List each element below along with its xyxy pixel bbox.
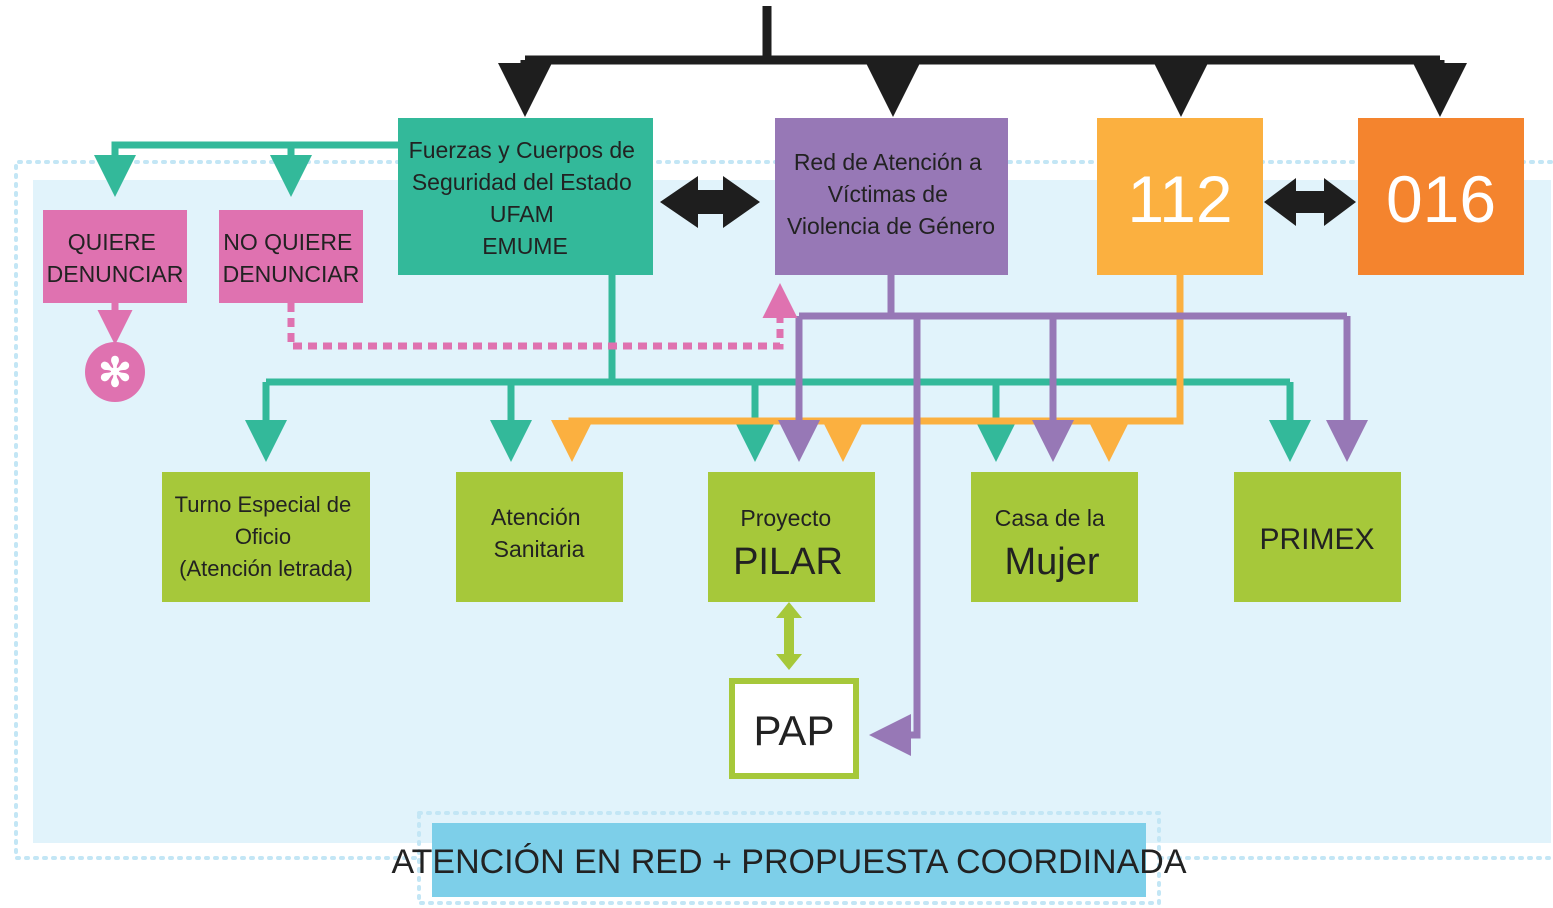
node-no-quiere-denunciar: NO QUIERE DENUNCIAR <box>219 210 363 303</box>
top-connector <box>498 6 1467 117</box>
node-turno-especial: Turno Especial de Oficio (Atención letra… <box>162 472 370 602</box>
node-turno-especial-label: Turno Especial de Oficio (Atención letra… <box>175 492 358 581</box>
node-quiere-denunciar: QUIERE DENUNCIAR <box>43 210 187 303</box>
node-primex: PRIMEX <box>1234 472 1401 602</box>
double-arrow-112-016 <box>1264 178 1356 226</box>
node-016-label: 016 <box>1386 162 1496 236</box>
banner: ATENCIÓN EN RED + PROPUESTA COORDINADA <box>391 811 1187 905</box>
orange-connectors <box>551 275 1184 462</box>
node-pap-label: PAP <box>754 707 835 754</box>
node-casa-mujer: Casa de la Mujer <box>971 472 1138 602</box>
node-quiere-denunciar-label: QUIERE DENUNCIAR <box>47 229 184 287</box>
node-016: 016 <box>1358 118 1524 275</box>
node-casa-mujer-label: Casa de la Mujer <box>995 505 1109 583</box>
asterisk-symbol: ✻ <box>98 351 132 395</box>
double-arrow-pilar-pap <box>776 602 802 670</box>
node-no-quiere-denunciar-label: NO QUIERE DENUNCIAR <box>223 229 360 287</box>
node-red-atencion: Red de Atención a Víctimas de Violencia … <box>775 118 1008 275</box>
node-red-atencion-label: Red de Atención a Víctimas de Violencia … <box>787 149 995 239</box>
pink-connectors <box>97 283 798 350</box>
purple-connectors <box>778 275 1368 756</box>
double-arrow-fcse-red <box>660 176 760 228</box>
node-112-label: 112 <box>1127 162 1232 236</box>
banner-label: ATENCIÓN EN RED + PROPUESTA COORDINADA <box>391 843 1186 881</box>
node-pap: PAP <box>729 678 859 779</box>
node-fcse-label: Fuerzas y Cuerpos de Seguridad del Estad… <box>409 137 642 259</box>
node-proyecto-pilar-label: Proyecto PILAR <box>733 505 843 583</box>
asterisk-icon: ✻ <box>85 342 145 402</box>
node-fcse: Fuerzas y Cuerpos de Seguridad del Estad… <box>398 118 653 275</box>
node-atencion-sanitaria-label: Atención Sanitaria <box>491 504 587 562</box>
node-atencion-sanitaria: Atención Sanitaria <box>456 472 623 602</box>
node-112: 112 <box>1097 118 1263 275</box>
node-proyecto-pilar: Proyecto PILAR <box>708 472 875 602</box>
node-primex-label: PRIMEX <box>1259 523 1374 556</box>
